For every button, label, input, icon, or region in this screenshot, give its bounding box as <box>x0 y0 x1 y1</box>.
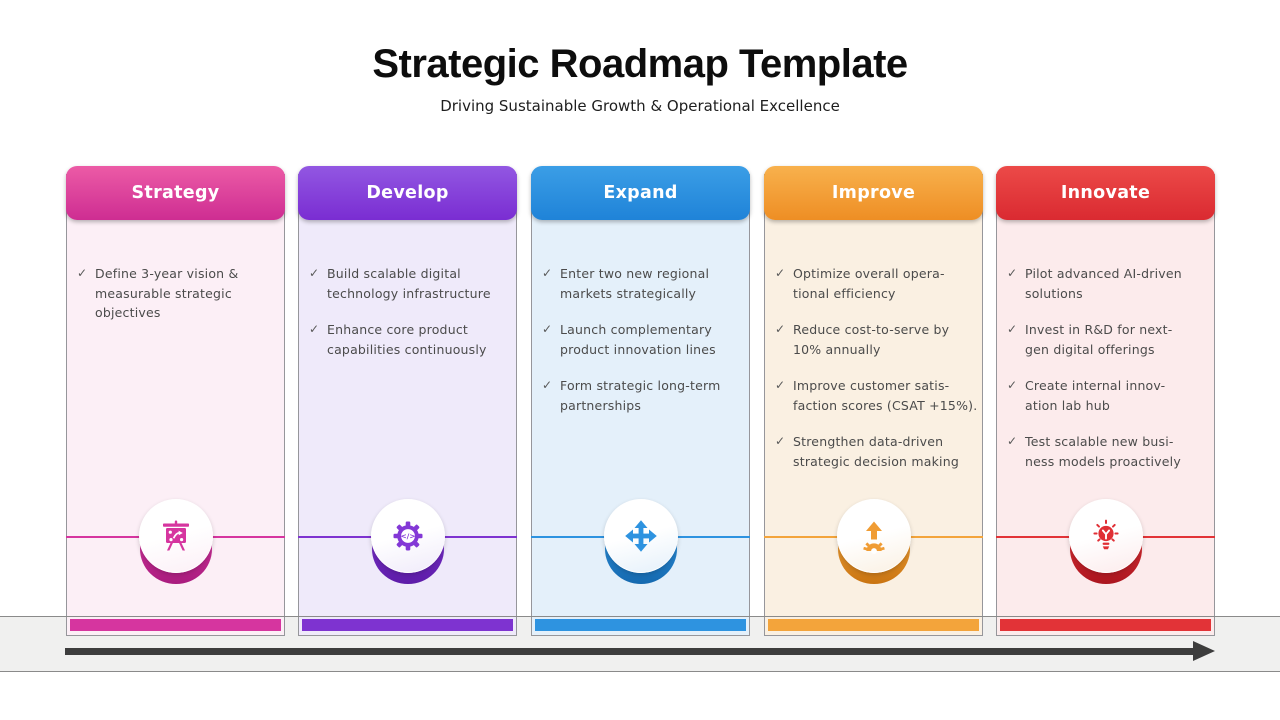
milestone-badge <box>836 499 911 584</box>
column-header: Innovate <box>996 166 1215 220</box>
page-subtitle: Driving Sustainable Growth & Operational… <box>440 97 840 115</box>
bullet-text: Form strategic long-term partnerships <box>560 378 721 413</box>
timeline-band-bottom-border <box>0 671 1280 672</box>
bullet-text: Test scalable new busi- ness models proa… <box>1025 434 1181 469</box>
check-icon: ✓ <box>775 266 786 280</box>
bullet-item: ✓ Build scalable digital technology infra… <box>298 264 515 303</box>
milestone-badge <box>603 499 678 584</box>
bullet-list: ✓ Enter two new regional markets strategi… <box>531 264 748 432</box>
check-icon: ✓ <box>309 322 320 336</box>
timeline-arrow <box>65 648 1195 655</box>
bullet-text: Invest in R&D for next- gen digital offe… <box>1025 322 1173 357</box>
milestone-badge <box>1068 499 1143 584</box>
lightbulb-icon <box>1092 519 1119 550</box>
roadmap-column-improve: Improve ✓ Optimize overall opera- tional … <box>764 166 983 636</box>
check-icon: ✓ <box>542 266 553 280</box>
bullet-text: Reduce cost-to-serve by 10% annually <box>793 322 950 357</box>
column-title: Improve <box>831 183 916 203</box>
column-header: Strategy <box>66 166 285 220</box>
check-icon: ✓ <box>1007 266 1018 280</box>
check-icon: ✓ <box>775 434 786 448</box>
bullet-item: ✓ Invest in R&D for next- gen digital off… <box>996 320 1213 359</box>
timeline-arrowhead-icon <box>1193 641 1215 661</box>
svg-text:</>: </> <box>400 532 415 541</box>
bullet-item: ✓ Test scalable new busi- ness models pro… <box>996 432 1213 471</box>
check-icon: ✓ <box>77 266 88 280</box>
milestone-badge <box>138 499 213 584</box>
bullet-list: ✓ Define 3-year vision & measurable strat… <box>66 264 283 340</box>
badge-circle <box>138 499 213 573</box>
bullet-item: ✓ Improve customer satis- faction scores … <box>764 376 981 415</box>
bullet-text: Launch complementary product innovation … <box>560 322 716 357</box>
bullet-item: ✓ Form strategic long-term partnerships <box>531 376 748 415</box>
column-header: Develop <box>298 166 517 220</box>
bullet-item: ✓ Reduce cost-to-serve by 10% annually <box>764 320 981 359</box>
bullet-item: ✓ Strengthen data-driven strategic decisi… <box>764 432 981 471</box>
bullet-text: Enter two new regional markets strategic… <box>560 266 710 301</box>
bullet-text: Strengthen data-driven strategic decisio… <box>793 434 959 469</box>
bullet-text: Create internal innov- ation lab hub <box>1025 378 1166 413</box>
badge-circle <box>836 499 911 573</box>
column-title: Innovate <box>1060 183 1151 203</box>
bullet-text: Define 3-year vision & measurable strate… <box>95 266 239 320</box>
column-title: Strategy <box>131 183 220 203</box>
four-direction-arrows-icon <box>624 520 657 552</box>
bullet-text: Enhance core product capabilities contin… <box>327 322 487 357</box>
check-icon: ✓ <box>1007 322 1018 336</box>
bullet-item: ✓ Launch complementary product innovation… <box>531 320 748 359</box>
check-icon: ✓ <box>542 378 553 392</box>
roadmap-column-strategy: Strategy ✓ Define 3-year vision & measura… <box>66 166 285 636</box>
bullet-list: ✓ Pilot advanced AI-driven solutions ✓ Inve… <box>996 264 1213 488</box>
bullet-item: ✓ Enhance core product capabilities conti… <box>298 320 515 359</box>
roadmap-column-expand: Expand ✓ Enter two new regional markets s… <box>531 166 750 636</box>
bullet-text: Pilot advanced AI-driven solutions <box>1025 266 1182 301</box>
badge-circle <box>1068 499 1143 573</box>
bullet-item: ✓ Define 3-year vision & measurable strat… <box>66 264 283 323</box>
bullet-list: ✓ Build scalable digital technology infra… <box>298 264 515 376</box>
bullet-text: Improve customer satis- faction scores (… <box>793 378 978 413</box>
column-bottom-bar <box>535 619 746 631</box>
check-icon: ✓ <box>1007 378 1018 392</box>
column-bottom-bar <box>1000 619 1211 631</box>
check-icon: ✓ <box>1007 434 1018 448</box>
strategy-presentation-board-icon <box>162 520 189 551</box>
column-title: Develop <box>366 183 449 203</box>
roadmap-column-innovate: Innovate ✓ Pilot advanced AI-driven solut… <box>996 166 1215 636</box>
bullet-text: Build scalable digital technology infras… <box>327 266 491 301</box>
roadmap-column-develop: Develop ✓ Build scalable digital technolo… <box>298 166 517 636</box>
bullet-list: ✓ Optimize overall opera- tional efficien… <box>764 264 981 488</box>
check-icon: ✓ <box>775 322 786 336</box>
column-title: Expand <box>603 183 678 203</box>
bullet-text: Optimize overall opera- tional efficienc… <box>793 266 945 301</box>
badge-circle: </> <box>370 499 445 573</box>
column-bottom-bar <box>302 619 513 631</box>
page-title: Strategic Roadmap Template <box>372 42 908 86</box>
check-icon: ✓ <box>309 266 320 280</box>
column-header: Improve <box>764 166 983 220</box>
bullet-item: ✓ Optimize overall opera- tional efficien… <box>764 264 981 303</box>
arrow-up-gear-icon <box>862 521 885 554</box>
column-bottom-bar <box>768 619 979 631</box>
bullet-item: ✓ Enter two new regional markets strategi… <box>531 264 748 303</box>
column-bottom-bar <box>70 619 281 631</box>
milestone-badge: </> <box>370 499 445 584</box>
check-icon: ✓ <box>542 322 553 336</box>
check-icon: ✓ <box>775 378 786 392</box>
badge-circle <box>603 499 678 573</box>
column-header: Expand <box>531 166 750 220</box>
gear-code-icon: </> <box>393 521 422 551</box>
timeline-band-top-border <box>0 616 1280 617</box>
bullet-item: ✓ Create internal innov- ation lab hub <box>996 376 1213 415</box>
bullet-item: ✓ Pilot advanced AI-driven solutions <box>996 264 1213 303</box>
